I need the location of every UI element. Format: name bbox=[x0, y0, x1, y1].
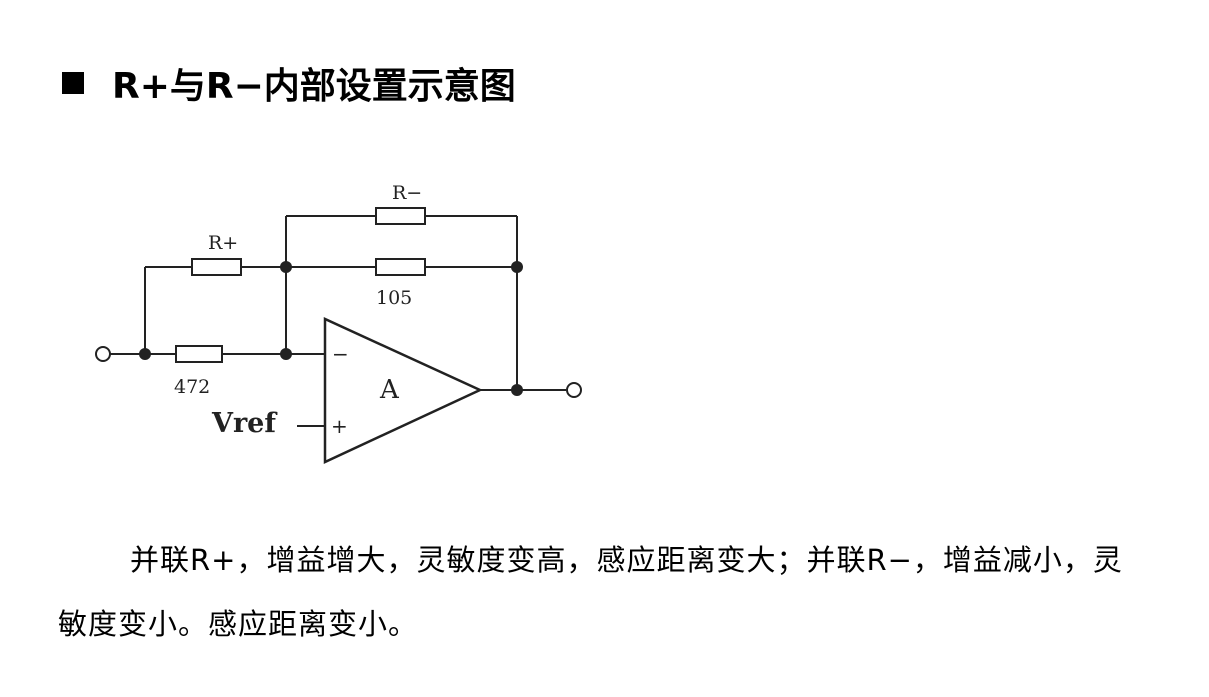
page-title: R+与R−内部设置示意图 bbox=[112, 66, 516, 107]
input-terminal bbox=[95, 346, 111, 362]
resistor-feedback bbox=[375, 258, 426, 276]
label-r-minus: R− bbox=[392, 182, 422, 204]
op-amp-triangle bbox=[323, 317, 483, 464]
bullet-square-icon bbox=[62, 72, 84, 94]
resistor-input bbox=[175, 345, 223, 363]
explanation-line-2: 敏度变小。感应距离变小。 bbox=[58, 607, 419, 641]
label-r-input: 472 bbox=[174, 376, 210, 398]
explanation-paragraph: 并联R+，增益增大，灵敏度变高，感应距离变大；并联R−，增益减小，灵 敏度变小。… bbox=[58, 528, 1158, 656]
output-terminal bbox=[566, 382, 582, 398]
resistor-r-minus bbox=[375, 207, 426, 225]
label-inverting-input: − bbox=[332, 342, 349, 366]
label-r-feedback: 105 bbox=[376, 287, 412, 309]
explanation-line-1: 并联R+，增益增大，灵敏度变高，感应距离变大；并联R−，增益减小，灵 bbox=[130, 543, 1123, 577]
label-noninverting-input: + bbox=[331, 414, 348, 438]
junction-dots bbox=[139, 261, 523, 396]
page-heading: R+与R−内部设置示意图 bbox=[62, 58, 516, 108]
label-amplifier: A bbox=[379, 375, 400, 405]
resistor-r-plus bbox=[191, 258, 242, 276]
label-r-plus: R+ bbox=[208, 232, 238, 254]
label-vref: Vref bbox=[211, 408, 278, 439]
